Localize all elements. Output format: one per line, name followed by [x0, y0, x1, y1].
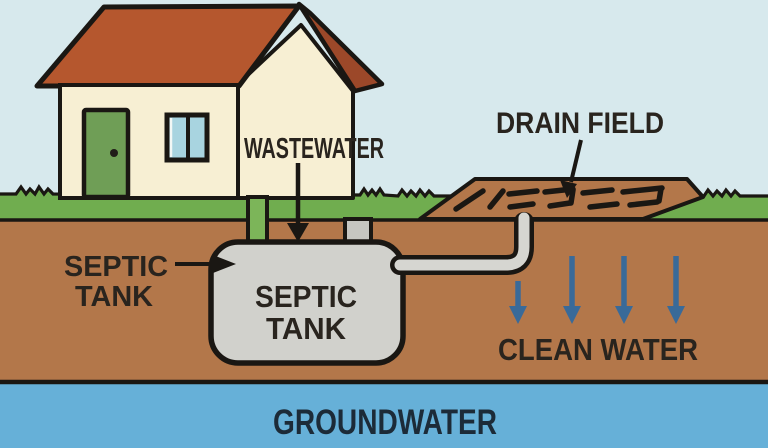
septic-tank-label-line2: TANK	[266, 311, 347, 346]
grass-outline	[0, 184, 768, 199]
drain-field-arrowhead-icon	[560, 180, 577, 198]
clean-water-arrowhead-2-icon	[563, 306, 581, 324]
drain-field-label: DRAIN FIELD	[496, 107, 664, 140]
clean-water-arrowhead-4-icon	[667, 306, 685, 324]
drain-field-trench-lines	[453, 185, 665, 212]
wastewater-label: WASTEWATER	[244, 133, 384, 165]
clean-water-arrows	[509, 256, 685, 324]
outlet-pipe	[394, 212, 530, 271]
groundwater-layer	[0, 383, 768, 448]
septic-tank	[208, 239, 406, 366]
clean-water-arrowhead-1-icon	[509, 306, 527, 324]
septic-tank-callout-line1: SEPTIC	[64, 251, 168, 283]
roof-edge-strip	[296, 1, 385, 94]
clean-water-arrowhead-3-icon	[615, 306, 633, 324]
door-knob-icon	[110, 149, 118, 157]
door	[81, 107, 131, 200]
groundwater-label: GROUNDWATER	[273, 403, 497, 442]
septic-tank-label-line1: SEPTIC	[255, 279, 357, 314]
clean-water-label: CLEAN WATER	[498, 332, 698, 367]
house	[34, 1, 385, 200]
septic-tank-callout-arrowhead-icon	[213, 255, 236, 273]
wastewater-arrowhead-icon	[287, 223, 309, 242]
inlet-pipe	[246, 195, 269, 247]
septic-tank-callout-line2: TANK	[75, 281, 153, 313]
drain-field-arrow	[569, 139, 583, 183]
